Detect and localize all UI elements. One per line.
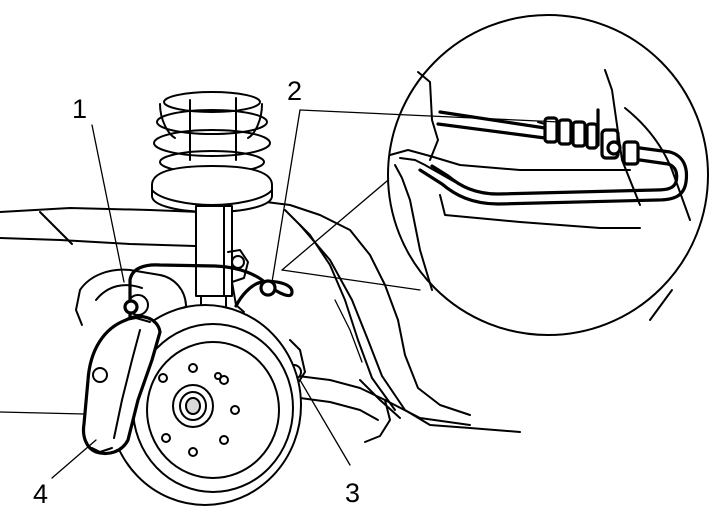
brake-hose — [123, 263, 294, 320]
callout-1: 1 — [72, 94, 87, 124]
leader-4 — [51, 439, 97, 479]
callout-3: 3 — [345, 478, 360, 508]
leader-2b — [299, 109, 561, 123]
leader-1 — [91, 124, 125, 283]
callout-2: 2 — [287, 76, 302, 106]
lower-arm — [289, 374, 471, 443]
leader-2a — [271, 109, 301, 283]
leader-lines — [51, 109, 561, 479]
detail-view — [281, 14, 709, 336]
strut-assembly — [151, 91, 273, 313]
vehicle-body — [0, 199, 521, 433]
callout-4: 4 — [33, 479, 48, 509]
brake-caliper — [0, 314, 162, 456]
brake-disc — [108, 304, 302, 506]
leader-3 — [299, 379, 351, 466]
